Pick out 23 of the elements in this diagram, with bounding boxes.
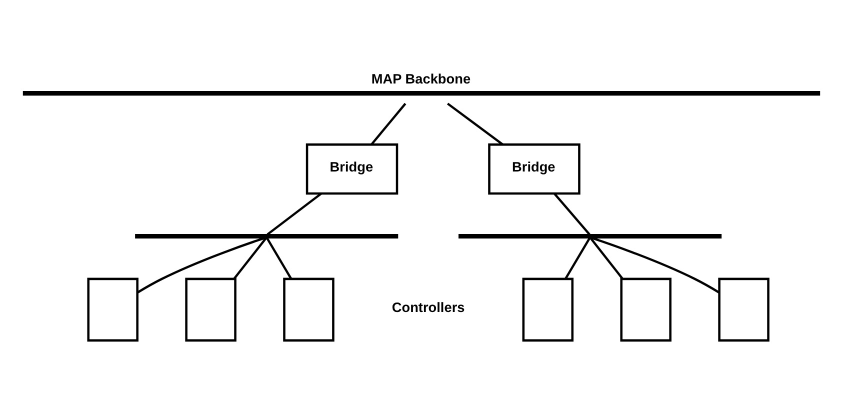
- connector: [266, 192, 322, 235]
- node-box: [620, 277, 672, 342]
- connector: [370, 102, 406, 145]
- node-box: [87, 277, 138, 342]
- connector: [233, 236, 267, 279]
- node-label: MAP Backbone: [371, 71, 471, 86]
- node-box: [185, 277, 236, 342]
- label: Controllers: [392, 300, 465, 315]
- connector: [554, 192, 590, 235]
- node-box: [718, 277, 770, 342]
- node-box: [283, 277, 334, 342]
- connector: [446, 102, 504, 145]
- node-box: Bridge: [488, 142, 580, 194]
- node-box: Bridge: [306, 142, 398, 194]
- node-bar: [458, 233, 722, 238]
- node-box: [522, 277, 574, 342]
- connector: [590, 236, 624, 279]
- node-box: [22, 90, 820, 96]
- node-bar: [135, 233, 398, 238]
- connector: [592, 236, 720, 293]
- connector: [266, 237, 292, 279]
- connector: [564, 237, 591, 279]
- connector: [137, 236, 265, 293]
